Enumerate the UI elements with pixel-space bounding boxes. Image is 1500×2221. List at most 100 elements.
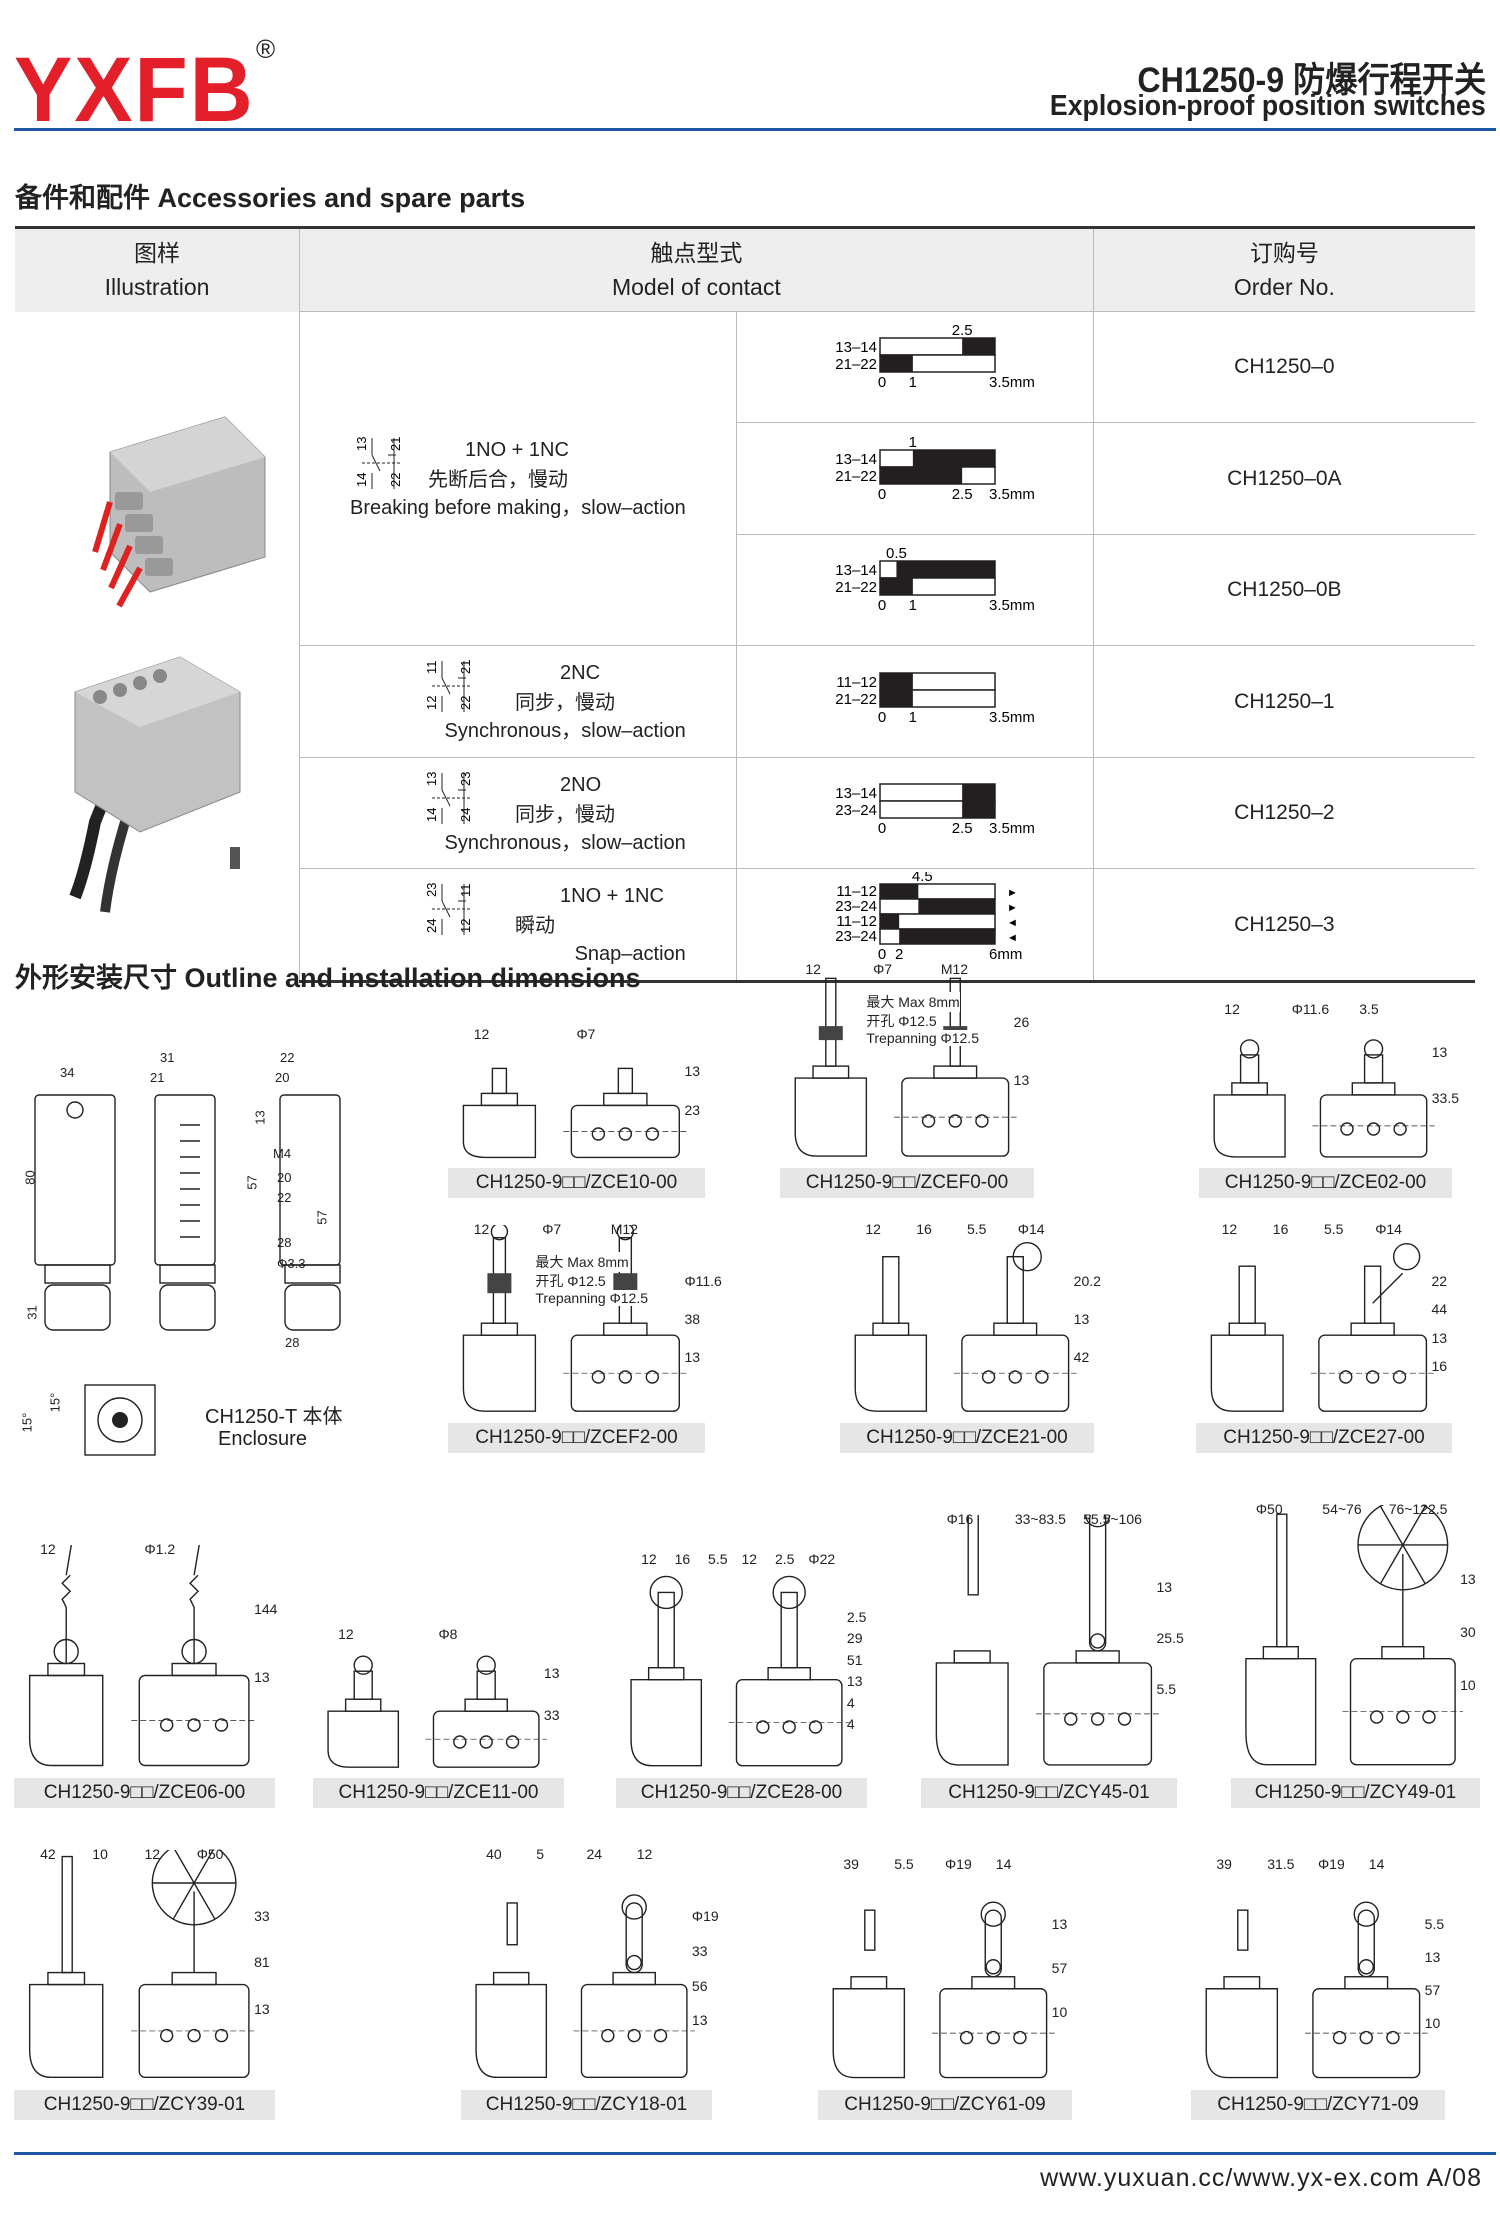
dimension-label: 13 [684, 1062, 701, 1079]
diagram-bar-label: 13–14 [835, 562, 877, 579]
dimension-label: 31 [24, 1305, 40, 1320]
dimension-label: 33~83.5 [1014, 1511, 1066, 1527]
dimension-label: 13 [1073, 1310, 1090, 1327]
illustration-cell [15, 312, 300, 982]
side-view-body [462, 1334, 537, 1412]
diagram-bar-label: 11–12 [836, 674, 877, 691]
dimension-label: 12 [805, 961, 821, 977]
order-number: CH1250–0B [1092, 533, 1475, 646]
figure-caption: CH1250-9□□/ZCY61-09 [818, 2090, 1072, 2120]
figure-caption: CH1250-9□□/ZCE21-00 [840, 1423, 1094, 1453]
outline-drawing [327, 1655, 547, 1768]
dimension-label: 40 [486, 1846, 502, 1862]
header-divider [14, 128, 1496, 131]
dimension-label: 13 [1156, 1578, 1173, 1595]
actuator-angle-lever [864, 1909, 876, 1951]
switch-photo-terminals-wired [69, 415, 266, 913]
dimension-label: 13 [252, 1110, 268, 1125]
dimension-label: 28 [277, 1235, 292, 1250]
dimension-label: Φ19 [691, 1908, 719, 1924]
actuator-wheel [61, 1855, 73, 1974]
direction-arrow-icon: ◄ [1007, 932, 1018, 944]
dimension-label: 12 [338, 1626, 354, 1642]
figure-caption: CH1250-9□□/ZCE28-00 [616, 1778, 867, 1808]
diagram-bar-closed [879, 883, 919, 899]
diagram-bar-closed [898, 928, 995, 944]
dimension-label: 33 [543, 1707, 560, 1723]
dimension-label: 33 [691, 1942, 708, 1959]
order-number: CH1250–1 [1092, 645, 1475, 758]
side-view-body [832, 1988, 906, 2079]
dimension-label: M12 [610, 1221, 638, 1237]
diagram-bar-closed [879, 578, 913, 596]
order-number: CH1250–0A [1092, 422, 1475, 535]
diagram-top-label: 2.5 [951, 322, 972, 339]
svg-text:24: 24 [424, 919, 439, 933]
front-view-body [961, 1334, 1070, 1412]
diagram-bar-label: 13–14 [835, 785, 877, 802]
diagram-axis-label: 0 [878, 946, 886, 963]
footer-url-page: www.yuxuan.cc/www.yx-ex.com A/08 [1040, 2164, 1482, 2192]
dimension-label: 2.5 [846, 1608, 867, 1625]
dimension-label: M4 [273, 1146, 292, 1161]
side-view-body [327, 1710, 400, 1768]
dimension-label: 13 [1431, 1043, 1448, 1060]
product-photos [69, 415, 266, 913]
dimension-label: M12 [940, 961, 969, 977]
diagram-bar-label: 13–14 [835, 339, 877, 356]
dimension-label: 23 [684, 1101, 701, 1118]
dimension-label: 13 [543, 1665, 560, 1681]
diagram-bar-closed [879, 466, 962, 484]
actuator-roller-lever [1363, 1243, 1421, 1324]
dimension-label: 开孔 Φ12.5 [535, 1270, 606, 1291]
dimension-label: 12 [1224, 1001, 1240, 1017]
dimension-label: 26 [1013, 1013, 1030, 1030]
figure-caption: CH1250-9□□/ZCE06-00 [14, 1778, 275, 1808]
outline-drawing [28, 1545, 257, 1767]
actuator-spring-rod [181, 1545, 207, 1665]
side-view-body [1205, 1988, 1279, 2079]
dimension-label: 20 [275, 1070, 290, 1085]
front-view-body [901, 1077, 1010, 1157]
figure-caption: CH1250-9□□/ZCE02-00 [1199, 1168, 1452, 1198]
dimension-label: 10 [1460, 1677, 1476, 1694]
dimension-label: 14 [995, 1856, 1012, 1872]
dimension-label: 57 [1051, 1959, 1068, 1976]
svg-text:23: 23 [458, 771, 473, 785]
dimension-label: Φ7 [873, 961, 893, 977]
figure-caption: CH1250-9□□/ZCEF2-00 [448, 1423, 705, 1453]
dimension-label: 3.5 [1359, 1001, 1379, 1017]
dimension-label: 13 [1424, 1948, 1441, 1965]
dimension-label: 33.5 [1431, 1090, 1459, 1107]
dimension-label: 13 [1431, 1329, 1448, 1346]
dimension-label: 22 [280, 1050, 295, 1065]
dimension-label: 42 [1073, 1348, 1090, 1365]
dimension-label: Φ50 [1255, 1501, 1283, 1517]
dimension-label: Φ1.2 [144, 1541, 176, 1557]
page-title-en: Explosion-proof position switches [1050, 90, 1486, 122]
dimension-label: 5.5 [1324, 1221, 1344, 1237]
dimension-label: Φ8 [438, 1626, 458, 1642]
side-view-body [28, 1983, 104, 2079]
switch-photo-plain [74, 655, 241, 869]
dimension-label: 13 [1013, 1072, 1030, 1089]
diagram-bar-label: 21–22 [835, 579, 877, 596]
enclosure-label-cn: CH1250-T 本体 [205, 1406, 343, 1428]
dimension-label: Φ22 [808, 1551, 836, 1567]
